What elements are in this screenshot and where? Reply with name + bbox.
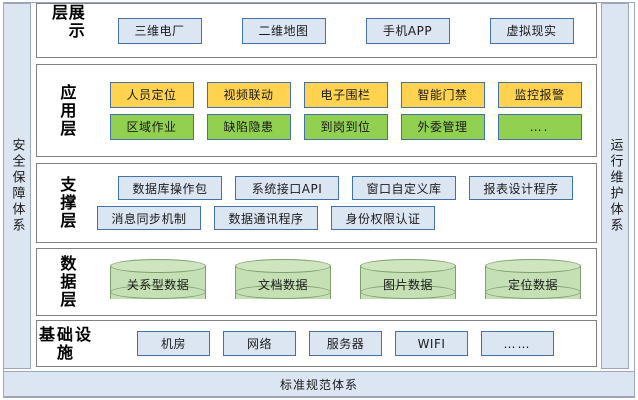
- layer-data-label-cell: 数据层: [37, 249, 95, 315]
- layer-data-body: 关系型数据 文档数据 图片数据 定: [95, 249, 596, 315]
- node-computer-room[interactable]: 机房: [137, 331, 210, 356]
- right-rail-ops-maintenance-system: 运行维护体系: [601, 3, 629, 369]
- layer-presentation-label: 展示层: [49, 4, 85, 40]
- node-data-communication-program[interactable]: 数据通讯程序: [214, 206, 318, 230]
- node-system-interface-api[interactable]: 系统接口API: [235, 176, 339, 200]
- layer-presentation: 展示层 三维电厂 二维地图 手机APP 虚拟现实: [36, 3, 597, 58]
- node-infrastructure-more[interactable]: ……: [481, 331, 554, 356]
- layer-presentation-body: 三维电厂 二维地图 手机APP 虚拟现实: [95, 4, 596, 57]
- node-identity-permission-auth[interactable]: 身份权限认证: [331, 206, 435, 230]
- layer-support: 支撑层 数据库操作包 系统接口API 窗口自定义库 报表设计程序 消息同步机制 …: [36, 163, 597, 243]
- left-rail-label: 安全保障体系: [9, 138, 25, 234]
- node-relational-data-label: 关系型数据: [126, 277, 190, 292]
- layer-application-label: 应用层: [57, 83, 77, 138]
- layer-application-body: 人员定位 视频联动 电子围栏 智能门禁 监控报警 区域作业 缺陷隐患 到岗到位 …: [95, 65, 596, 156]
- bottom-bar-standards-system: 标准规范体系: [3, 371, 635, 397]
- node-positioning-data[interactable]: 定位数据: [485, 258, 581, 306]
- bottom-bar-label: 标准规范体系: [279, 377, 358, 392]
- layer-support-label-cell: 支撑层: [37, 164, 95, 242]
- cylinder-top-ellipse: [235, 258, 331, 273]
- layer-support-row-2: 消息同步机制 数据通讯程序 身份权限认证: [97, 206, 435, 230]
- node-window-custom-library[interactable]: 窗口自定义库: [352, 176, 456, 200]
- layer-infrastructure-label: 基础设施: [38, 324, 93, 362]
- cylinder-top-ellipse: [485, 258, 581, 273]
- layer-infrastructure-label-cell: 基础设施: [37, 321, 95, 366]
- layer-presentation-row-1: 三维电厂 二维地图 手机APP 虚拟现实: [117, 17, 574, 44]
- node-application-more[interactable]: ….: [497, 113, 582, 140]
- left-rail-security-system: 安全保障体系: [3, 3, 31, 369]
- node-mobile-app[interactable]: 手机APP: [365, 17, 450, 44]
- node-image-data[interactable]: 图片数据: [360, 258, 456, 306]
- cylinder-bottom-ellipse: [235, 284, 331, 299]
- cylinder-top-ellipse: [110, 258, 206, 273]
- layer-data-row-1: 关系型数据 文档数据 图片数据 定: [110, 258, 581, 306]
- layer-application: 应用层 人员定位 视频联动 电子围栏 智能门禁 监控报警 区域作业 缺陷隐患 到…: [36, 64, 597, 157]
- node-electronic-fence[interactable]: 电子围栏: [303, 81, 388, 108]
- node-message-sync-mechanism[interactable]: 消息同步机制: [97, 206, 201, 230]
- node-image-data-label: 图片数据: [382, 277, 433, 292]
- cylinder-top-ellipse: [360, 258, 456, 273]
- node-personnel-positioning[interactable]: 人员定位: [109, 81, 194, 108]
- node-video-linkage[interactable]: 视频联动: [206, 81, 291, 108]
- right-rail-label: 运行维护体系: [607, 138, 623, 234]
- layer-infrastructure-row-1: 机房 网络 服务器 WIFI ……: [137, 331, 554, 356]
- layer-infrastructure: 基础设施 机房 网络 服务器 WIFI ……: [36, 320, 597, 367]
- node-outsourcing-management[interactable]: 外委管理: [400, 113, 485, 140]
- node-2d-map[interactable]: 二维地图: [241, 17, 326, 44]
- layer-application-row-1: 人员定位 视频联动 电子围栏 智能门禁 监控报警: [109, 81, 582, 108]
- node-positioning-data-label: 定位数据: [507, 277, 558, 292]
- node-on-post-on-site[interactable]: 到岗到位: [303, 113, 388, 140]
- node-relational-data[interactable]: 关系型数据: [110, 258, 206, 306]
- node-database-operation-package[interactable]: 数据库操作包: [118, 176, 222, 200]
- layer-data-label: 数据层: [57, 255, 77, 309]
- node-server[interactable]: 服务器: [309, 331, 382, 356]
- node-smart-access-control[interactable]: 智能门禁: [400, 81, 485, 108]
- cylinder-bottom-ellipse: [360, 284, 456, 299]
- layer-infrastructure-body: 机房 网络 服务器 WIFI ……: [95, 321, 596, 366]
- node-defect-hazard[interactable]: 缺陷隐患: [206, 113, 291, 140]
- cylinder-bottom-ellipse: [485, 284, 581, 299]
- node-document-data[interactable]: 文档数据: [235, 258, 331, 306]
- node-virtual-reality[interactable]: 虚拟现实: [489, 17, 574, 44]
- layer-support-row-1: 数据库操作包 系统接口API 窗口自定义库 报表设计程序: [118, 176, 573, 200]
- node-report-design-program[interactable]: 报表设计程序: [469, 176, 573, 200]
- layer-application-label-cell: 应用层: [37, 65, 95, 156]
- layer-support-body: 数据库操作包 系统接口API 窗口自定义库 报表设计程序 消息同步机制 数据通讯…: [95, 164, 596, 242]
- layer-data: 数据层 关系型数据 文档数据: [36, 248, 597, 316]
- node-document-data-label: 文档数据: [257, 277, 308, 292]
- node-area-operation[interactable]: 区域作业: [109, 113, 194, 140]
- layer-application-row-2: 区域作业 缺陷隐患 到岗到位 外委管理 ….: [109, 113, 582, 140]
- layer-presentation-label-cell: 展示层: [37, 4, 95, 57]
- node-3d-power-plant[interactable]: 三维电厂: [117, 17, 202, 44]
- node-wifi[interactable]: WIFI: [395, 331, 468, 356]
- layer-support-label: 支撑层: [57, 176, 77, 230]
- node-network[interactable]: 网络: [223, 331, 296, 356]
- cylinder-bottom-ellipse: [110, 284, 206, 299]
- node-monitoring-alarm[interactable]: 监控报警: [497, 81, 582, 108]
